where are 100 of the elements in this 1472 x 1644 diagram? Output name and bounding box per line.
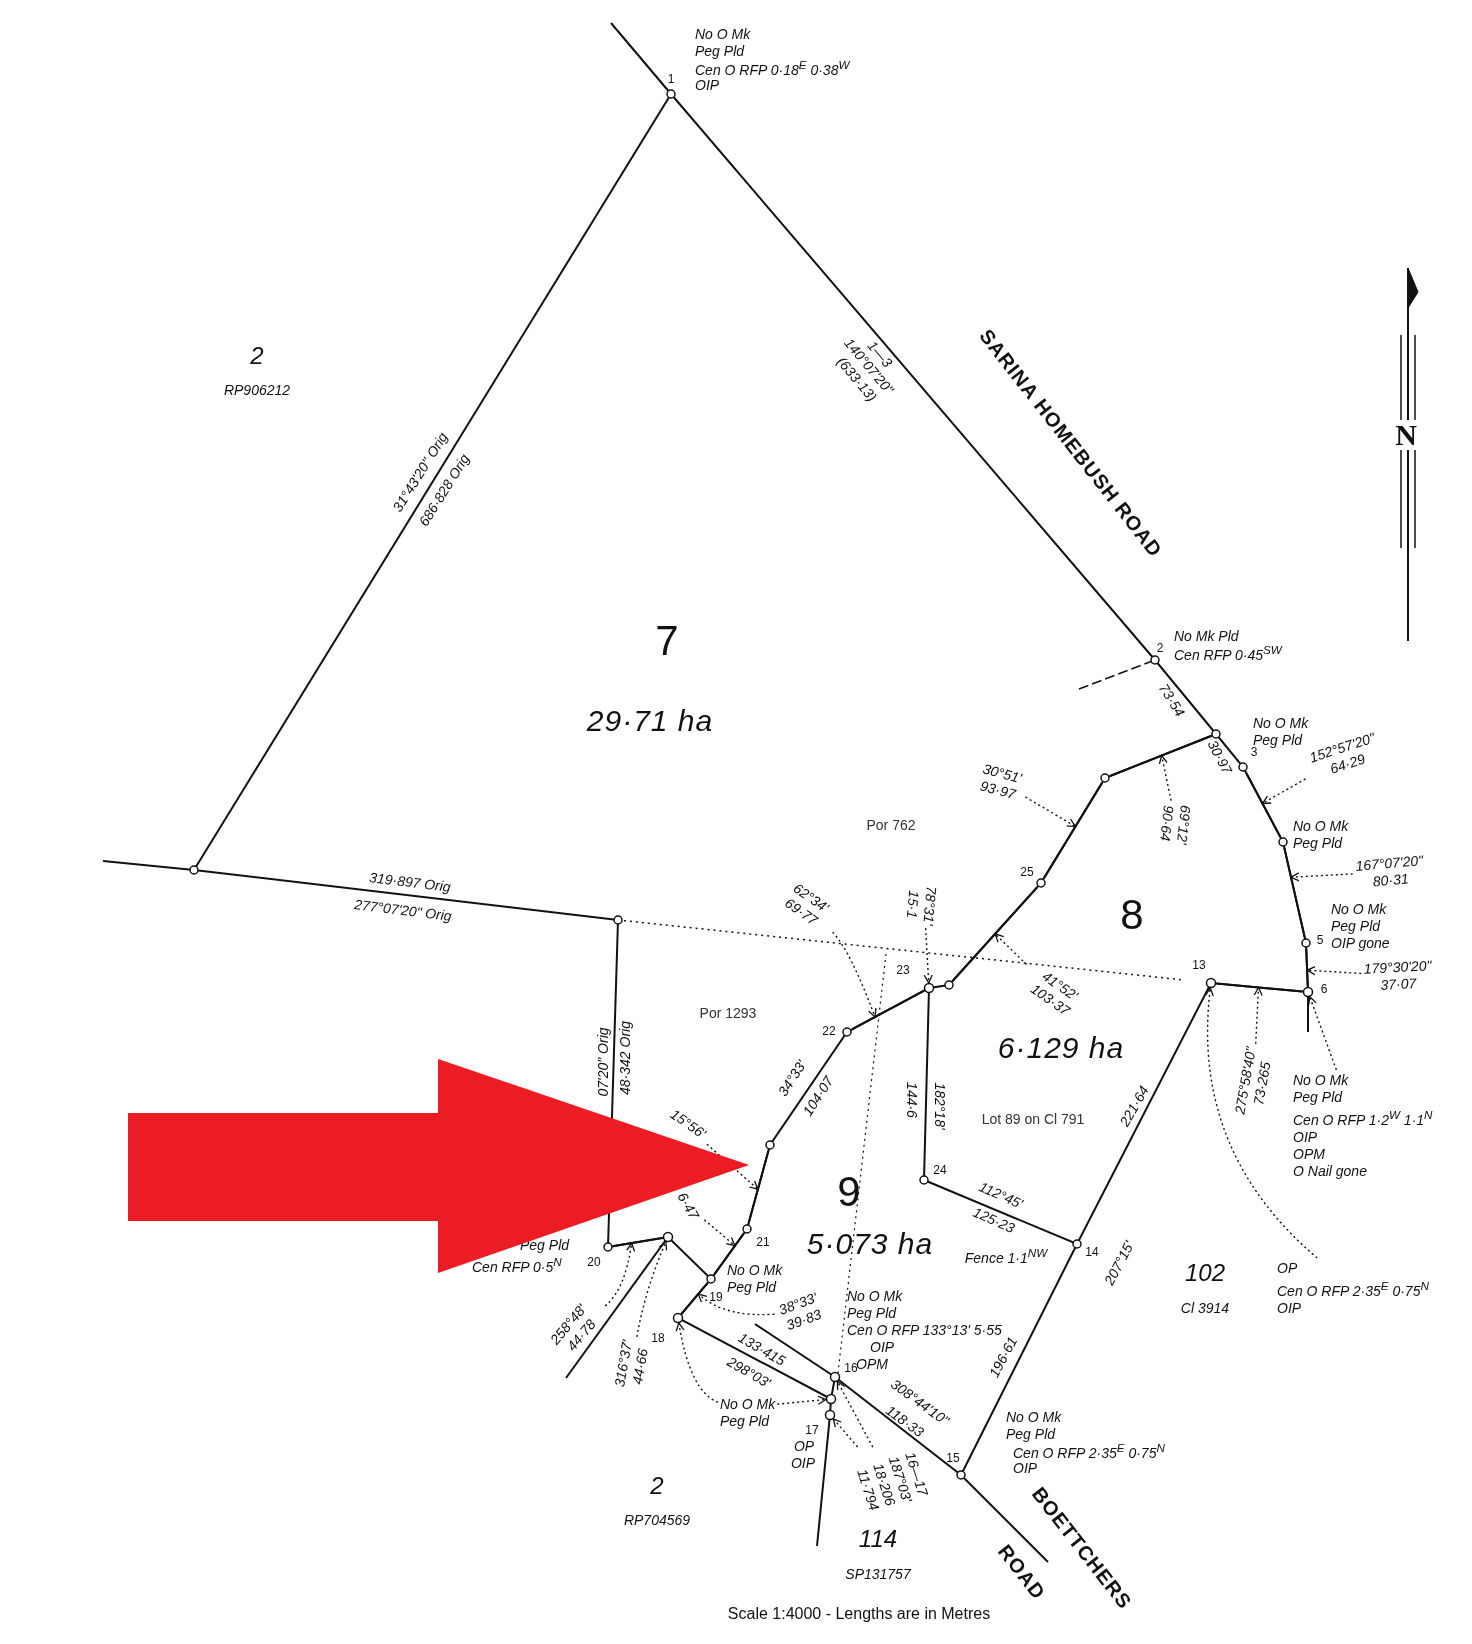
area-label: 6·129 ha: [997, 1033, 1125, 1063]
station-mark: [662, 1231, 674, 1243]
station-number: 20: [587, 1256, 601, 1268]
survey-note: Peg Pld: [1006, 1427, 1056, 1441]
survey-note: Cen O RFP 2·35$^{E}$ 0·75$^{N}$: [1277, 1278, 1429, 1300]
survey-note: No O Mk: [1331, 902, 1387, 916]
survey-note: OIP: [790, 1456, 816, 1470]
station-number: 3: [1250, 746, 1258, 758]
lot-number: 8: [1120, 894, 1144, 936]
survey-note: O Nail gone: [1293, 1162, 1368, 1180]
survey-note: No O Mk: [695, 27, 751, 41]
station-mark: [672, 1312, 684, 1324]
boundary-line: [952, 886, 1038, 982]
survey-note: OIP: [1277, 1299, 1303, 1317]
station-number: 16: [844, 1362, 858, 1374]
leader-line: [1308, 996, 1338, 1071]
bearing-label: 144·6: [905, 1082, 919, 1118]
station-number: 15: [946, 1452, 960, 1464]
survey-note: Cen RFP 0·5$^{N}$: [472, 1256, 562, 1274]
parcel-label: Por 1293: [699, 1006, 757, 1020]
leader-line: [1024, 796, 1077, 828]
leader-line: [1158, 754, 1172, 802]
survey-note: OIP gone: [1331, 936, 1390, 950]
plan-reference: RP906212: [223, 383, 291, 397]
leader-line: [836, 1380, 874, 1448]
survey-note: Peg Pld: [1293, 1089, 1344, 1106]
survey-note: No O Mk: [1293, 819, 1349, 833]
bearing-label: 319·897 Orig: [368, 870, 452, 894]
survey-note: No Mk Pld: [1174, 629, 1239, 643]
station-mark: [824, 1409, 836, 1421]
leader-line: [776, 1395, 827, 1405]
survey-note: Peg Pld: [847, 1306, 897, 1320]
station-number: 13: [1192, 959, 1206, 971]
bearing-label: 07'20" Orig: [596, 1027, 610, 1097]
station-mark: [1302, 986, 1314, 998]
bearing-label: 182°18': [933, 1082, 947, 1130]
plan-reference: SP131757: [845, 1567, 911, 1581]
bearing-label: 48·342 Orig: [618, 1021, 632, 1095]
parcel-label: Lot 89 on Cl 791: [981, 1112, 1085, 1126]
parcel-label: Por 762: [866, 818, 916, 832]
lot-number: 114: [858, 1527, 898, 1551]
station-number: 6: [1320, 983, 1328, 995]
survey-note: No O Mk: [1293, 1072, 1350, 1089]
leader-line: [1306, 966, 1362, 976]
station-number: 2: [1156, 642, 1164, 654]
leader-line: [923, 927, 933, 984]
plan-reference: RP704569: [623, 1513, 691, 1527]
station-mark: [825, 1393, 837, 1405]
leader-line: [1205, 987, 1318, 1259]
station-number: 17: [805, 1424, 819, 1436]
leader-line: [697, 1293, 776, 1316]
survey-note: Peg Pld: [1331, 919, 1381, 933]
leader-line: [604, 1242, 636, 1307]
area-label: 5·073 ha: [806, 1229, 934, 1259]
leader-line: [1253, 986, 1263, 1045]
survey-note: Cen O RFP 133°13' 5·55: [847, 1323, 1002, 1337]
survey-note: No O Mk: [1006, 1410, 1062, 1424]
survey-note: Peg Pld: [1253, 733, 1303, 747]
station-number: 22: [822, 1025, 836, 1037]
survey-note: Fence 1·1$^{NW}$: [964, 1247, 1048, 1265]
north-label: N: [1395, 420, 1417, 450]
station-mark: [1205, 977, 1217, 989]
station-number: 19: [709, 1291, 723, 1303]
survey-note: No O Mk: [720, 1396, 776, 1413]
lot-number: 7: [655, 620, 679, 662]
leader-line: [703, 1219, 736, 1247]
station-mark: [923, 982, 935, 994]
bearing-label: 277°07'20" Orig: [353, 897, 453, 923]
survey-note: OPM: [856, 1357, 888, 1371]
station-number: 21: [756, 1236, 770, 1248]
station-number: 5: [1316, 934, 1324, 946]
station-number: 14: [1085, 1246, 1099, 1258]
station-number: 23: [896, 964, 910, 976]
leader-line: [675, 1322, 719, 1403]
leader-line: [831, 931, 877, 1018]
boundary-line: [1215, 982, 1304, 993]
boundary-line: [1244, 771, 1282, 838]
station-number: 25: [1020, 866, 1034, 878]
survey-note: OP: [793, 1439, 815, 1453]
survey-note: Peg Pld: [720, 1413, 771, 1430]
area-label: 29·71 ha: [586, 706, 714, 736]
lot-number: 2: [650, 1474, 664, 1498]
leader-line: [1261, 778, 1307, 805]
survey-note: OIP: [870, 1340, 895, 1354]
plan-reference: Cl 3914: [1180, 1301, 1230, 1315]
lot-number: 2: [250, 344, 264, 368]
station-number: 18: [651, 1332, 665, 1344]
boundary-line: [1305, 948, 1309, 987]
boundary-line: [851, 989, 925, 1031]
boundary-line: [1043, 782, 1103, 879]
survey-note: Cen RFP 0·45$^{SW}$: [1174, 644, 1282, 662]
survey-note: OIP: [695, 78, 720, 92]
survey-note: OIP: [1293, 1128, 1319, 1146]
survey-note: OIP: [1013, 1461, 1038, 1475]
survey-note: Peg Pld: [727, 1280, 777, 1294]
survey-note: Cen O RFP 2·35$^{E}$ 0·75$^{N}$: [1013, 1442, 1165, 1460]
survey-note: Cen O RFP 1·2$^{W}$ 1·1$^{N}$: [1293, 1107, 1433, 1129]
station-number: 1: [667, 73, 675, 85]
survey-note: Peg Pld: [1293, 836, 1343, 850]
survey-note: No O Mk: [727, 1263, 783, 1277]
